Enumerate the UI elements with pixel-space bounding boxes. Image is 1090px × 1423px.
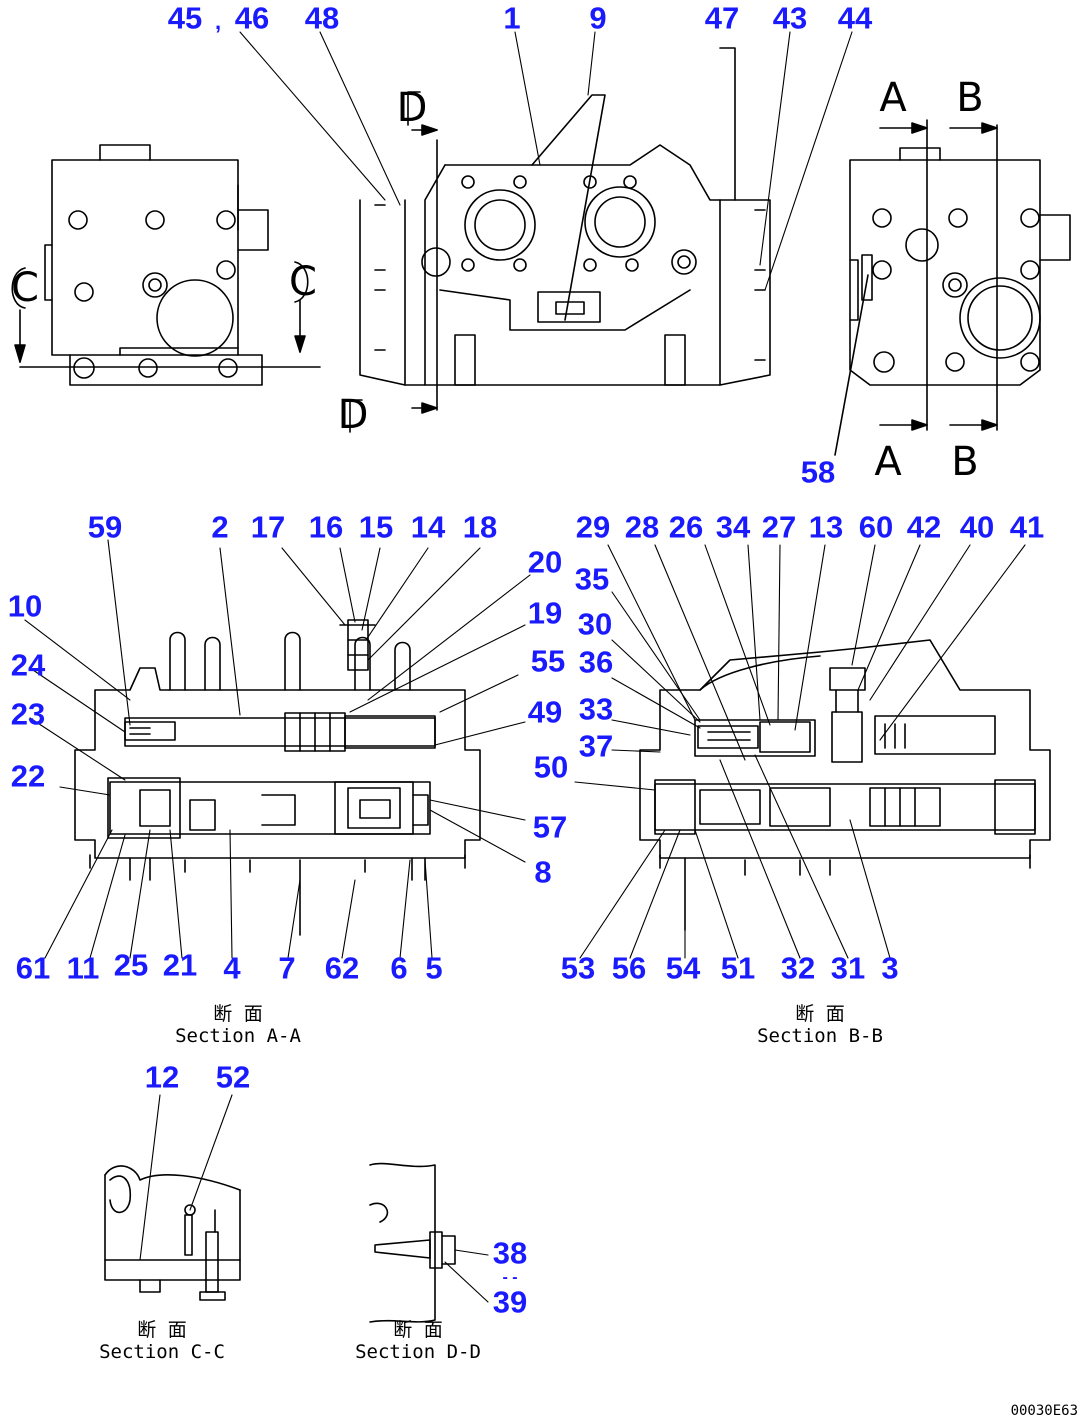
leader-lines bbox=[24, 31, 1026, 1303]
part-label[interactable]: 62 bbox=[324, 950, 360, 986]
part-label[interactable]: 45 bbox=[167, 0, 203, 36]
part-label[interactable]: 39 bbox=[492, 1284, 528, 1320]
part-label[interactable]: 51 bbox=[720, 950, 756, 986]
part-label[interactable]: 30 bbox=[577, 606, 613, 642]
part-label[interactable]: 14 bbox=[410, 509, 446, 545]
part-label[interactable]: 59 bbox=[87, 509, 123, 545]
part-label[interactable]: 52 bbox=[215, 1059, 251, 1095]
caption-section-a-a: 断 面 Section A-A bbox=[175, 1003, 301, 1048]
part-label[interactable]: 34 bbox=[715, 509, 751, 545]
part-label[interactable]: 29 bbox=[575, 509, 611, 545]
drawing-code: 00030E63 bbox=[1010, 1403, 1078, 1419]
right-side-view bbox=[834, 119, 1071, 456]
part-label[interactable]: 15 bbox=[358, 509, 394, 545]
section-mark-a-bottom: A bbox=[874, 439, 902, 485]
part-label[interactable]: 41 bbox=[1009, 509, 1045, 545]
part-label[interactable]: 56 bbox=[611, 950, 647, 986]
part-label[interactable]: 2 bbox=[211, 509, 229, 545]
part-label[interactable]: 38 bbox=[492, 1235, 528, 1271]
part-label[interactable]: 22 bbox=[10, 758, 46, 794]
section-a-a bbox=[74, 619, 481, 936]
caption-section-c-c: 断 面 Section C-C bbox=[99, 1319, 225, 1364]
caption-en: Section A-A bbox=[175, 1024, 301, 1047]
part-label[interactable]: 48 bbox=[304, 0, 340, 36]
part-label[interactable]: 32 bbox=[780, 950, 816, 986]
part-label[interactable]: 37 bbox=[578, 728, 614, 764]
part-label[interactable]: 1 bbox=[503, 0, 521, 36]
caption-en: Section B-B bbox=[757, 1024, 883, 1047]
part-label[interactable]: 12 bbox=[144, 1059, 180, 1095]
part-label[interactable]: 44 bbox=[837, 0, 873, 36]
part-label[interactable]: 7 bbox=[278, 950, 296, 986]
part-label[interactable]: 55 bbox=[530, 643, 566, 679]
section-mark-d-top: D bbox=[396, 85, 428, 131]
section-mark-b-top: B bbox=[956, 75, 984, 121]
part-label[interactable]: 47 bbox=[704, 0, 740, 36]
part-label[interactable]: 35 bbox=[574, 561, 610, 597]
section-mark-b-bottom: B bbox=[951, 439, 979, 485]
part-label[interactable]: 28 bbox=[624, 509, 660, 545]
part-label[interactable]: 10 bbox=[7, 588, 43, 624]
section-d-d bbox=[369, 1162, 456, 1323]
section-mark-d-bottom: D bbox=[337, 392, 369, 438]
part-label[interactable]: 19 bbox=[527, 595, 563, 631]
caption-en: Section C-C bbox=[99, 1340, 225, 1363]
caption-jp: 断 面 bbox=[137, 1319, 187, 1341]
part-label[interactable]: 8 bbox=[534, 854, 552, 890]
part-label[interactable]: 25 bbox=[113, 947, 149, 983]
caption-section-b-b: 断 面 Section B-B bbox=[757, 1003, 883, 1048]
part-label[interactable]: 54 bbox=[665, 950, 701, 986]
left-side-view bbox=[11, 144, 321, 386]
part-label-separator: , bbox=[214, 9, 222, 34]
part-label[interactable]: 17 bbox=[250, 509, 286, 545]
part-label[interactable]: 18 bbox=[462, 509, 498, 545]
part-label[interactable]: 31 bbox=[830, 950, 866, 986]
caption-jp: 断 面 bbox=[795, 1003, 845, 1025]
part-label[interactable]: 40 bbox=[959, 509, 995, 545]
part-label[interactable]: 49 bbox=[527, 694, 563, 730]
part-label[interactable]: 4 bbox=[223, 950, 241, 986]
part-label[interactable]: 6 bbox=[390, 950, 408, 986]
part-label[interactable]: 53 bbox=[560, 950, 596, 986]
part-label[interactable]: 42 bbox=[906, 509, 942, 545]
part-label[interactable]: 16 bbox=[308, 509, 344, 545]
part-label[interactable]: 60 bbox=[858, 509, 894, 545]
section-mark-a-top: A bbox=[879, 75, 907, 121]
part-label[interactable]: 43 bbox=[772, 0, 808, 36]
part-label-separator: - - bbox=[502, 1269, 518, 1286]
section-mark-c-right: C bbox=[289, 259, 317, 305]
top-center-view bbox=[349, 47, 771, 433]
part-label[interactable]: 3 bbox=[881, 950, 899, 986]
part-label[interactable]: 57 bbox=[532, 809, 568, 845]
part-label[interactable]: 20 bbox=[527, 544, 563, 580]
part-label[interactable]: 21 bbox=[162, 947, 198, 983]
part-label[interactable]: 27 bbox=[761, 509, 797, 545]
part-label[interactable]: 58 bbox=[800, 454, 836, 490]
part-label[interactable]: 9 bbox=[589, 0, 607, 36]
part-label[interactable]: 13 bbox=[808, 509, 844, 545]
part-label[interactable]: 11 bbox=[66, 950, 100, 986]
part-label[interactable]: 46 bbox=[234, 0, 270, 36]
part-label[interactable]: 23 bbox=[10, 696, 46, 732]
section-b-b bbox=[639, 639, 1051, 931]
part-label[interactable]: 5 bbox=[425, 950, 443, 986]
caption-en: Section D-D bbox=[355, 1340, 481, 1363]
section-mark-c-left: C bbox=[11, 265, 39, 311]
caption-jp: 断 面 bbox=[393, 1319, 443, 1341]
caption-jp: 断 面 bbox=[213, 1003, 263, 1025]
part-label[interactable]: 24 bbox=[10, 647, 46, 683]
part-label[interactable]: 36 bbox=[578, 644, 614, 680]
part-label[interactable]: 50 bbox=[533, 749, 569, 785]
part-label[interactable]: 61 bbox=[15, 950, 51, 986]
part-label[interactable]: 33 bbox=[578, 691, 614, 727]
caption-section-d-d: 断 面 Section D-D bbox=[355, 1319, 481, 1364]
part-label[interactable]: 26 bbox=[668, 509, 704, 545]
section-c-c bbox=[104, 1165, 241, 1301]
